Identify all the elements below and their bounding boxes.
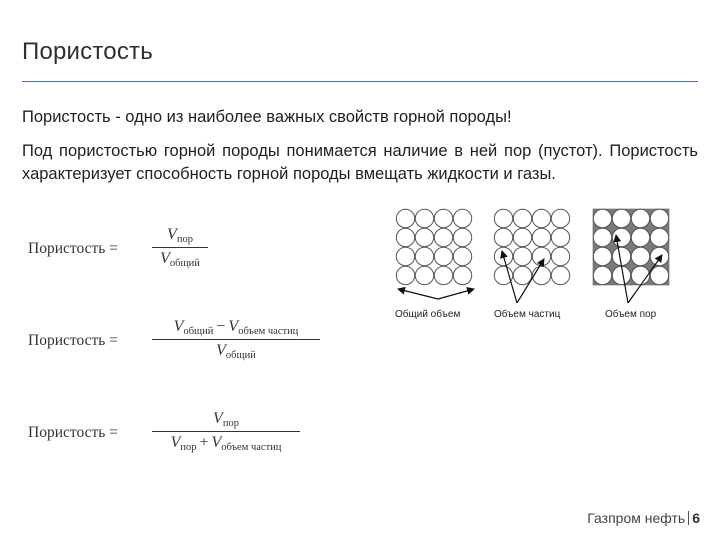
grain-circle	[452, 246, 473, 267]
grain-circle	[433, 227, 454, 248]
sub-pore: пор	[222, 418, 239, 429]
grain-circle	[630, 208, 651, 229]
grain-circle	[493, 208, 514, 229]
grain-circle	[395, 208, 416, 229]
grain-circle	[630, 246, 651, 267]
arrow-particle-right	[516, 258, 545, 303]
arrow-total-right	[437, 287, 475, 300]
particle-volume-grid	[493, 208, 571, 286]
grain-circle	[433, 246, 454, 267]
sub-pore: пор	[176, 234, 193, 245]
grain-circle	[649, 265, 670, 286]
grain-circle	[592, 227, 613, 248]
grain-circle	[433, 265, 454, 286]
var-v: V	[167, 226, 177, 243]
sub-pore: пор	[180, 442, 197, 453]
pointer-arrows	[397, 234, 663, 303]
formula-label: Пористость =	[28, 240, 118, 257]
arrow-pore-left	[613, 234, 629, 303]
formula-label: Пористость =	[28, 332, 118, 349]
caption-pore-volume: Объем пор	[605, 309, 657, 320]
grain-circle	[531, 208, 552, 229]
grain-circle	[395, 265, 416, 286]
grain-circle	[395, 246, 416, 267]
page-number: 6	[692, 510, 700, 526]
fraction-bar	[152, 339, 320, 340]
grain-circle	[550, 246, 571, 267]
grain-circle	[592, 265, 613, 286]
grain-circle	[452, 208, 473, 229]
grain-circle	[452, 265, 473, 286]
definition-paragraph: Под пористостью горной породы понимается…	[22, 142, 698, 183]
grain-circle	[531, 265, 552, 286]
formula-porosity-difference: Пористость = Vобщий−Vобъем частиц Vобщий	[28, 318, 328, 378]
grain-circle	[512, 208, 533, 229]
grain-circle	[414, 227, 435, 248]
sub-particles: объем частиц	[238, 326, 299, 337]
grain-circle	[433, 208, 454, 229]
caption-total-volume: Общий объем	[395, 309, 461, 320]
grain-circle	[512, 246, 533, 267]
grain-circle	[592, 208, 613, 229]
formula-fraction: Vпор Vобщий	[152, 226, 208, 269]
caption-particle-volume: Объем частиц	[494, 309, 561, 320]
fraction-bar	[152, 247, 208, 248]
grain-circle	[493, 227, 514, 248]
grain-circle	[414, 265, 435, 286]
var-v: V	[211, 434, 222, 451]
grain-circle	[452, 227, 473, 248]
var-v: V	[228, 318, 239, 335]
intro-text: Пористость - одно из наиболее важных сво…	[22, 108, 512, 126]
grain-circle	[512, 227, 533, 248]
total-volume-grid	[395, 208, 473, 286]
var-v: V	[173, 318, 184, 335]
formula-fraction: Vобщий−Vобъем частиц Vобщий	[152, 318, 320, 361]
formula-porosity-ratio: Пористость = Vпор Vобщий	[28, 226, 228, 286]
formula-fraction: Vпор Vпор+Vобъем частиц	[152, 410, 300, 453]
footer-separator	[688, 511, 690, 525]
grain-circle	[649, 227, 670, 248]
footer-company: Газпром нефть	[587, 510, 686, 526]
grain-circle	[611, 208, 632, 229]
var-v: V	[170, 434, 181, 451]
arrow-particle-left	[500, 250, 518, 303]
grain-circle	[630, 227, 651, 248]
plus-sign: +	[199, 434, 209, 451]
grain-circle	[611, 227, 632, 248]
grain-circle	[649, 246, 670, 267]
grain-circle	[414, 246, 435, 267]
arrow-total-left	[397, 286, 439, 300]
minus-sign: −	[216, 318, 226, 335]
var-v: V	[160, 250, 170, 267]
title-divider	[22, 81, 698, 82]
sub-total: общий	[183, 326, 214, 337]
grain-circle	[592, 246, 613, 267]
grain-circle	[414, 208, 435, 229]
grain-circle	[395, 227, 416, 248]
slide-title: Пористость	[22, 38, 153, 65]
sub-particles: объем частиц	[221, 442, 282, 453]
arrow-pore-right	[627, 254, 663, 303]
var-v: V	[216, 342, 226, 359]
grain-circle	[550, 208, 571, 229]
formula-label: Пористость =	[28, 424, 118, 441]
pore-volume-grid	[592, 208, 670, 286]
formula-porosity-sum: Пористость = Vпор Vпор+Vобъем частиц	[28, 410, 328, 470]
sub-total: общий	[169, 258, 200, 269]
grain-circle	[512, 265, 533, 286]
packing-diagram	[395, 208, 670, 303]
grain-circle	[550, 227, 571, 248]
grain-circle	[531, 227, 552, 248]
grain-circle	[649, 208, 670, 229]
grain-circle	[550, 265, 571, 286]
grain-circle	[493, 265, 514, 286]
footer: Газпром нефть 6	[587, 510, 700, 526]
sub-total: общий	[225, 350, 256, 361]
fraction-bar	[152, 431, 300, 432]
var-v: V	[213, 410, 223, 427]
